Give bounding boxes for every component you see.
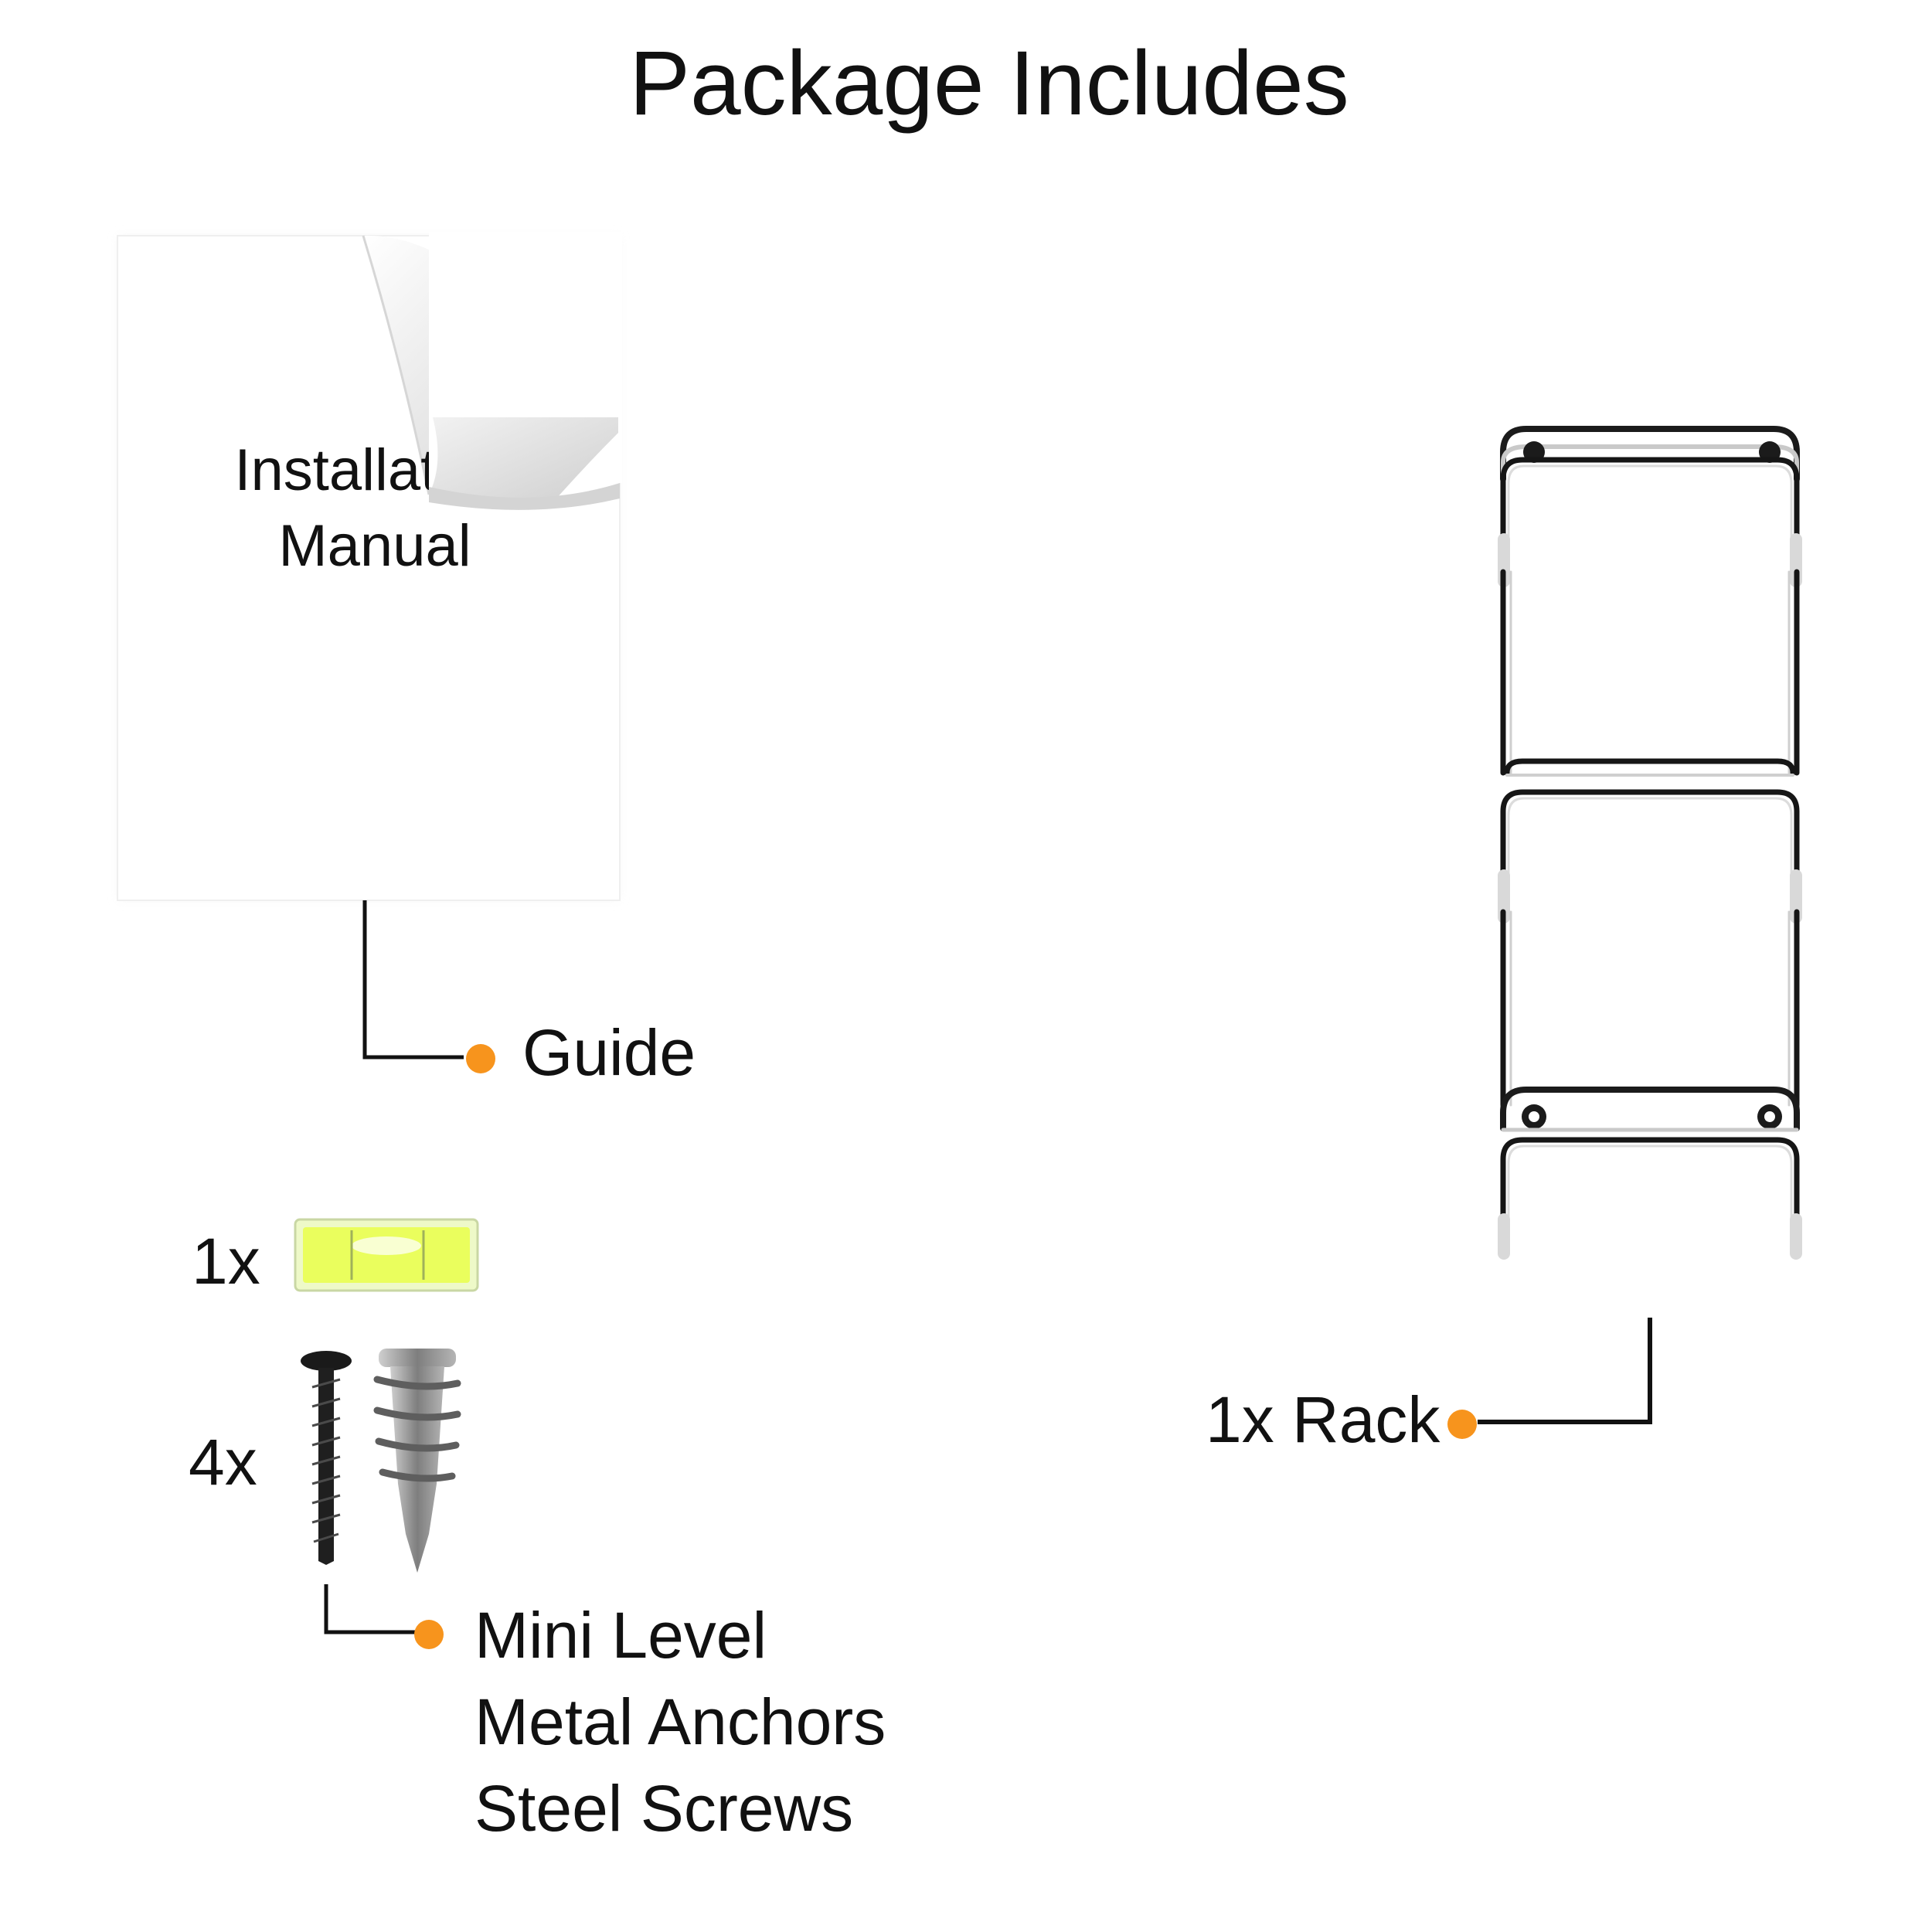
hardware-label-metal-anchors: Metal Anchors [474, 1685, 886, 1758]
guide-dot [466, 1044, 495, 1073]
hardware-leader-line [324, 1584, 444, 1649]
bubble-level-icon [294, 1218, 479, 1292]
page-title: Package Includes [629, 32, 1349, 134]
rack-leader-line [1447, 1318, 1652, 1439]
hardware-label-steel-screws: Steel Screws [474, 1772, 854, 1845]
hardware-quantity: 4x [189, 1426, 257, 1498]
hardware-label-mini-level: Mini Level [474, 1599, 767, 1672]
level-quantity: 1x [192, 1225, 260, 1298]
wall-anchor-icon [373, 1349, 461, 1573]
manual-line-2: Manual [278, 513, 471, 579]
hardware-dot [414, 1620, 444, 1649]
rack-icon [1498, 426, 1802, 1260]
hardware-labels: Mini Level Metal Anchors Steel Screws [474, 1592, 886, 1852]
guide-label: Guide [522, 1016, 696, 1089]
screw-icon [301, 1351, 352, 1565]
guide-leader-line [362, 900, 495, 1073]
rack-dot [1447, 1410, 1477, 1439]
rack-label: 1x Rack [1206, 1383, 1440, 1456]
